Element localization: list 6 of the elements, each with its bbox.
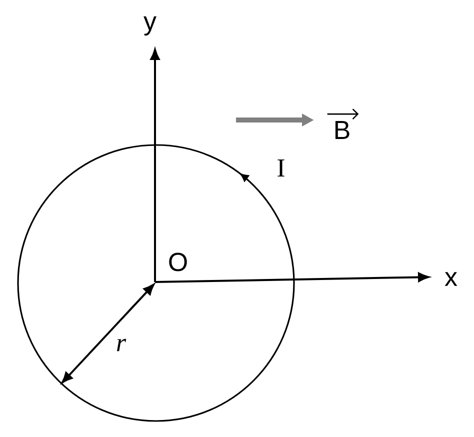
axis-label: x bbox=[444, 272, 458, 286]
vector-label: B bbox=[327, 108, 359, 139]
axis-label: y bbox=[144, 16, 156, 36]
axis-label: I bbox=[278, 159, 284, 177]
axis-label: r bbox=[117, 338, 126, 352]
axis-label: O bbox=[169, 252, 187, 272]
